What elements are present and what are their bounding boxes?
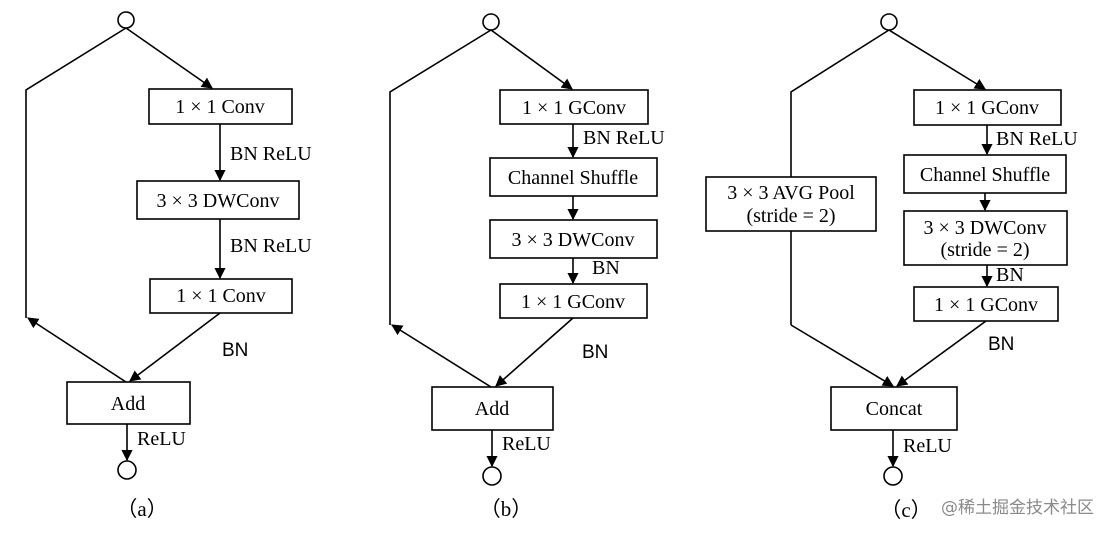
output-node-c bbox=[883, 466, 903, 486]
shortcut-arrow-a bbox=[27, 317, 127, 383]
input-node-a bbox=[117, 11, 135, 29]
avg-pool-label-line2-c: (stride = 2) bbox=[746, 205, 835, 227]
shortcut-path-c bbox=[790, 29, 890, 177]
caption-b: （b） bbox=[480, 497, 533, 521]
conv1-label-a: 1 × 1 Conv bbox=[175, 96, 265, 118]
bn-relu-label-1-a: BN ReLU bbox=[230, 143, 312, 165]
gconv2-label-b: 1 × 1 GConv bbox=[521, 291, 625, 313]
dwconv-box-a bbox=[136, 180, 300, 220]
bn-label-3-b: BN bbox=[582, 342, 608, 363]
dwconv-box-c bbox=[903, 210, 1068, 266]
conv1-box-a bbox=[148, 88, 293, 125]
dwconv-label-line2-c: (stride = 2) bbox=[940, 239, 1029, 261]
concat-label-c: Concat bbox=[866, 398, 923, 420]
arrow-gconv2-to-add-b bbox=[495, 317, 574, 387]
caption-a: （a） bbox=[116, 497, 167, 521]
gconv2-box-b bbox=[499, 283, 648, 319]
panel-b: 1 × 1 GConv BN ReLU Channel Shuffle 3 × … bbox=[389, 13, 665, 521]
panel-c: 3 × 3 AVG Pool (stride = 2) 1 × 1 GConv … bbox=[705, 13, 1078, 522]
gconv2-label-c: 1 × 1 GConv bbox=[934, 294, 1038, 316]
arrow-input-to-conv1-a bbox=[125, 27, 213, 89]
avg-pool-label-line1-c: 3 × 3 AVG Pool bbox=[727, 182, 855, 204]
shuffle-label-c: Channel Shuffle bbox=[920, 164, 1050, 186]
dwconv-label-line1-c: 3 × 3 DWConv bbox=[924, 217, 1047, 239]
output-node-a bbox=[117, 460, 137, 480]
avg-pool-box-c bbox=[705, 176, 877, 232]
add-label-a: Add bbox=[111, 393, 145, 415]
bn-relu-label-2-a: BN ReLU bbox=[230, 235, 312, 257]
shuffle-box-b bbox=[489, 157, 658, 197]
dwconv-label-b: 3 × 3 DWConv bbox=[512, 229, 635, 251]
relu-label-4-a: ReLU bbox=[137, 428, 186, 450]
relu-label-4-c: ReLU bbox=[903, 435, 952, 457]
input-node-b bbox=[482, 13, 500, 31]
bn-label-2-c: BN bbox=[996, 264, 1024, 286]
gconv1-label-c: 1 × 1 GConv bbox=[935, 97, 1039, 119]
panel-a: 1 × 1 Conv BN ReLU 3 × 3 DWConv BN ReLU … bbox=[25, 11, 312, 521]
shortcut-arrow-c bbox=[790, 324, 894, 387]
caption-c: （c） bbox=[880, 498, 931, 522]
concat-box-c bbox=[830, 386, 958, 431]
bn-relu-label-1-b: BN ReLU bbox=[583, 127, 665, 149]
gconv2-box-c bbox=[913, 286, 1059, 322]
shuffle-label-b: Channel Shuffle bbox=[508, 167, 638, 189]
gconv1-box-b bbox=[499, 89, 649, 125]
gconv1-label-b: 1 × 1 GConv bbox=[522, 97, 626, 119]
add-label-b: Add bbox=[475, 398, 509, 420]
bn-label-3-c: BN bbox=[988, 334, 1014, 355]
output-node-b bbox=[482, 466, 502, 486]
conv2-label-a: 1 × 1 Conv bbox=[176, 285, 266, 307]
arrow-gconv2-to-concat-c bbox=[896, 320, 987, 387]
dwconv-box-b bbox=[489, 219, 658, 259]
watermark: @稀土掘金技术社区 bbox=[941, 498, 1094, 518]
relu-label-4-b: ReLU bbox=[502, 433, 551, 455]
bn-relu-label-1-c: BN ReLU bbox=[996, 128, 1078, 150]
gconv1-box-c bbox=[913, 89, 1062, 126]
arrow-conv2-to-add-a bbox=[129, 312, 221, 382]
shortcut-arrow-b bbox=[391, 324, 492, 388]
input-node-c bbox=[880, 13, 898, 31]
add-box-a bbox=[66, 381, 191, 425]
arrow-input-to-gconv1-b bbox=[490, 29, 573, 90]
dwconv-label-a: 3 × 3 DWConv bbox=[157, 190, 280, 212]
bn-label-3-a: BN bbox=[222, 340, 248, 361]
arrow-input-to-gconv1-c bbox=[888, 29, 986, 90]
shortcut-path-b bbox=[389, 29, 492, 325]
shortcut-path-a bbox=[25, 27, 127, 318]
bn-label-2-b: BN bbox=[592, 257, 620, 279]
conv2-box-a bbox=[149, 278, 293, 314]
shuffle-box-c bbox=[903, 154, 1067, 194]
